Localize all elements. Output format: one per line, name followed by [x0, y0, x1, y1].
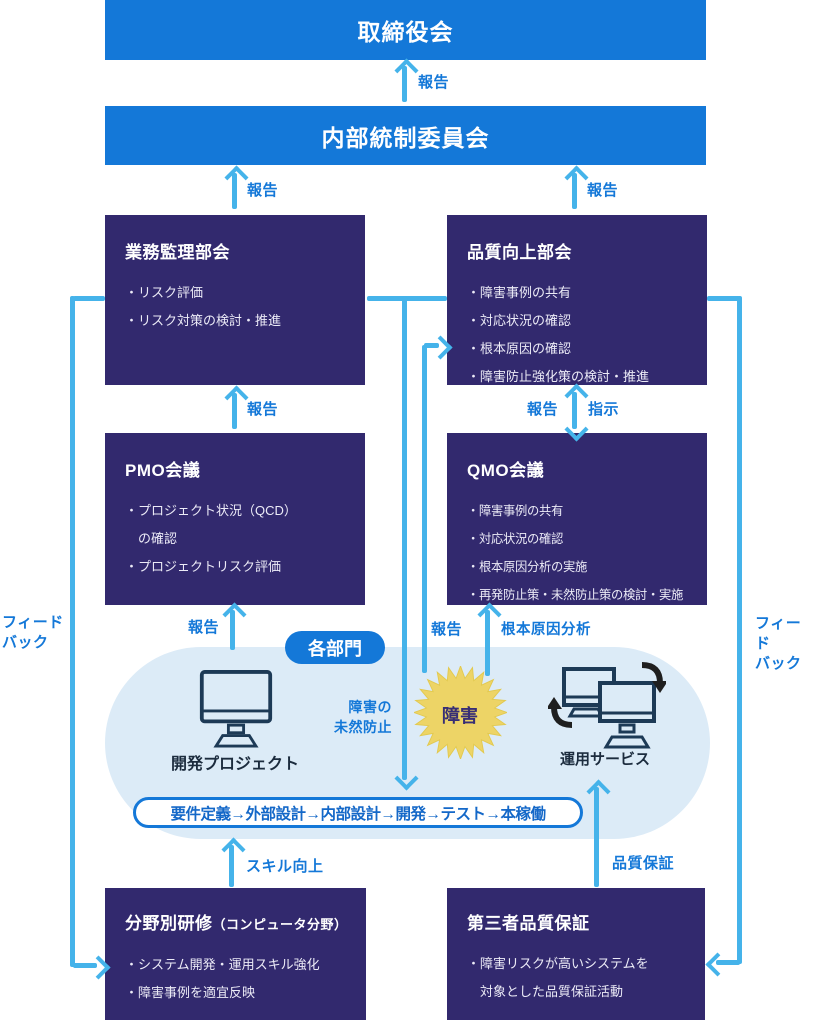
arrow-up-icon — [222, 602, 247, 627]
skill-up-arrow — [229, 845, 234, 887]
arrow-up-icon — [394, 58, 419, 83]
bullet-item: ・システム開発・運用スキル強化 — [125, 957, 320, 972]
training-title-main: 分野別研修 — [125, 914, 213, 933]
dept-report-arrow — [230, 610, 235, 650]
feedback-connector-left — [73, 296, 105, 301]
pmo-meeting-title: PMO会議 — [125, 461, 201, 480]
bullet-item: ・対応状況の確認 — [467, 532, 563, 546]
third-party-qa-title: 第三者品質保証 — [467, 914, 590, 933]
departments-badge-label: 各部門 — [308, 638, 362, 659]
third-party-qa-items: ・障害リスクが高いシステムを 対象とした品質保証活動 — [467, 950, 692, 1006]
bullet-item: ・障害事例の共有 — [467, 285, 572, 300]
feedback-label-right: フィード バック — [755, 615, 802, 672]
dual-monitors-sync-icon — [548, 659, 666, 755]
quality-assurance-arrow — [594, 787, 599, 887]
qmo-meeting-box: QMO会議 ・障害事例の共有・対応状況の確認・根本原因分析の実施・再発防止策・未… — [447, 433, 707, 605]
bullet-item: ・リスク対策の検討・推進 — [125, 313, 282, 328]
qmo-meeting-title: QMO会議 — [467, 461, 545, 480]
report-label-left: 報告 — [247, 182, 279, 199]
third-party-qa-box: 第三者品質保証 ・障害リスクが高いシステムを 対象とした品質保証活動 — [447, 888, 705, 1020]
bullet-item: ・対応状況の確認 — [467, 313, 572, 328]
qmo-meeting-items: ・障害事例の共有・対応状況の確認・根本原因分析の実施・再発防止策・未然防止策の検… — [467, 497, 694, 609]
quality-subcommittee-items: ・障害事例の共有・対応状況の確認・根本原因の確認・障害防止強化策の検討・推進 — [467, 279, 694, 391]
internal-control-committee-label: 内部統制委員会 — [321, 124, 490, 151]
arrow-left-icon — [705, 952, 730, 977]
quality-assurance-label: 品質保証 — [612, 855, 675, 872]
training-title: 分野別研修（コンピュータ分野） — [125, 912, 353, 937]
audit-subcommittee-box: 業務監理部会 ・リスク評価・リスク対策の検討・推進 — [105, 215, 365, 385]
qmo-instruct-label: 指示 — [588, 401, 620, 418]
bullet-item: ・プロジェクトリスク評価 — [125, 559, 282, 574]
bullet-item: ・根本原因の確認 — [467, 341, 572, 356]
bullet-item: ・プロジェクト状況（QCD） の確認 — [125, 503, 297, 546]
quality-subcommittee-box: 品質向上部会 ・障害事例の共有・対応状況の確認・根本原因の確認・障害防止強化策の… — [447, 215, 707, 385]
board-of-directors-bar: 取締役会 — [105, 0, 706, 60]
arrow-up-icon — [564, 165, 589, 190]
process-flow-label: 要件定義→外部設計→内部設計→開発→テスト→本稼働 — [170, 805, 546, 823]
report-arrow-line-right — [572, 173, 577, 209]
feedback-line-left-bottom — [73, 963, 97, 968]
report-arrow-line-left — [232, 173, 237, 209]
subcommittee-connector — [367, 296, 447, 301]
failure-report-label: 報告 — [431, 621, 463, 638]
failure-prevention-line — [402, 296, 407, 780]
qmo-report-label: 報告 — [527, 401, 559, 418]
pmo-report-arrow — [232, 393, 237, 429]
root-cause-line — [485, 610, 490, 676]
training-items: ・システム開発・運用スキル強化・障害事例を適宜反映 — [125, 951, 353, 1007]
skill-up-label: スキル向上 — [246, 858, 324, 875]
arrow-up-icon — [224, 165, 249, 190]
feedback-line-left — [70, 296, 75, 967]
dept-report-label: 報告 — [188, 619, 220, 636]
failure-report-elbow — [424, 343, 439, 348]
feedback-connector-right — [707, 296, 740, 301]
pmo-meeting-box: PMO会議 ・プロジェクト状況（QCD） の確認・プロジェクトリスク評価 — [105, 433, 365, 605]
starburst-icon — [414, 666, 507, 759]
report-arrow-line-top — [402, 66, 407, 102]
bullet-item: ・障害事例を適宜反映 — [125, 985, 256, 1000]
dev-project-label: 開発プロジェクト — [170, 756, 299, 773]
arrow-up-icon — [221, 837, 246, 862]
internal-control-committee-bar: 内部統制委員会 — [105, 106, 706, 165]
report-label-top: 報告 — [418, 74, 450, 91]
bullet-item: ・再発防止策・未然防止策の検討・実施 — [467, 588, 683, 602]
training-box: 分野別研修（コンピュータ分野） ・システム開発・運用スキル強化・障害事例を適宜反… — [105, 888, 366, 1020]
root-cause-label: 根本原因分析 — [501, 622, 591, 638]
bullet-item: ・リスク評価 — [125, 285, 204, 300]
bullet-item: ・障害事例の共有 — [467, 504, 563, 518]
desktop-monitor-icon — [198, 669, 274, 749]
bullet-item: ・根本原因分析の実施 — [467, 560, 587, 574]
bullet-item: ・障害防止強化策の検討・推進 — [467, 369, 650, 384]
failure-report-line — [422, 345, 427, 673]
audit-subcommittee-items: ・リスク評価・リスク対策の検討・推進 — [125, 279, 352, 335]
bullet-item: ・障害リスクが高いシステムを 対象とした品質保証活動 — [467, 956, 649, 999]
quality-subcommittee-title: 品質向上部会 — [467, 243, 572, 262]
feedback-line-right — [737, 296, 742, 964]
failure-label: 障害 — [442, 706, 478, 726]
qmo-report-instruct-arrow — [572, 392, 577, 429]
pmo-meeting-items: ・プロジェクト状況（QCD） の確認・プロジェクトリスク評価 — [125, 497, 352, 581]
departments-badge: 各部門 — [285, 631, 385, 664]
pmo-report-label: 報告 — [247, 401, 279, 418]
report-label-right: 報告 — [587, 182, 619, 199]
feedback-line-right-bottom — [716, 960, 740, 965]
audit-subcommittee-title: 業務監理部会 — [125, 243, 230, 262]
failure-prevention-label: 障害の 未然防止 — [334, 699, 392, 735]
arrow-up-icon — [224, 385, 249, 410]
board-of-directors-label: 取締役会 — [357, 19, 454, 45]
training-title-note: （コンピュータ分野） — [212, 917, 348, 932]
ops-service-label: 運用サービス — [559, 751, 650, 768]
process-flow-pill: 要件定義→外部設計→内部設計→開発→テスト→本稼働 — [133, 797, 583, 828]
feedback-label-left: フィード バック — [2, 614, 64, 651]
